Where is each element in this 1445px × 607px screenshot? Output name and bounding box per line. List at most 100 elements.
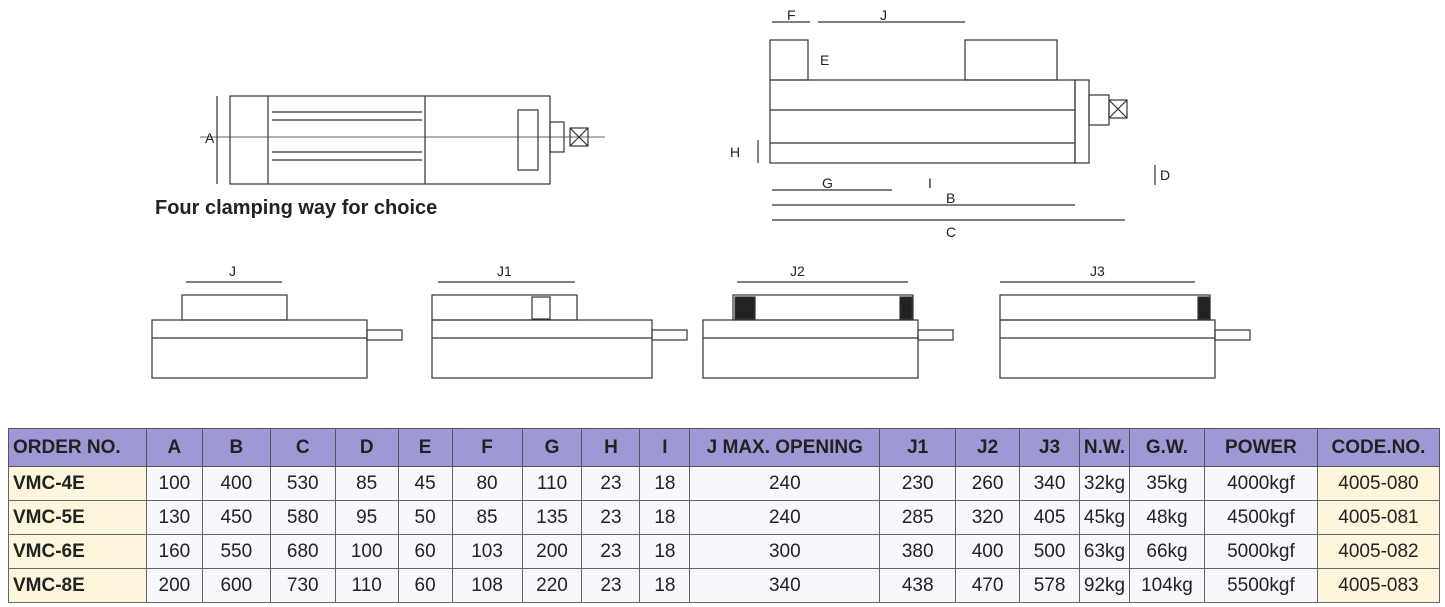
table-cell: 18 <box>639 534 691 569</box>
clamping-way-j1: J1 <box>431 263 688 379</box>
table-cell: 578 <box>1019 568 1081 603</box>
clamping-label-j1: J1 <box>497 263 512 279</box>
table-cell: 5000kgf <box>1203 534 1318 569</box>
table-cell: 730 <box>269 568 336 603</box>
table-cell: 100 <box>145 466 203 501</box>
table-cell: 5500kgf <box>1203 568 1318 603</box>
table-cell: 600 <box>201 568 271 603</box>
column-header: J2 <box>955 428 1021 467</box>
order-no-cell: VMC-8E <box>8 568 147 603</box>
table-cell: 470 <box>955 568 1021 603</box>
clamping-label-j: J <box>229 263 236 279</box>
table-cell: 18 <box>639 500 691 535</box>
column-header: J MAX. OPENING <box>689 428 881 467</box>
table-cell: 35kg <box>1129 466 1205 501</box>
table-cell: 80 <box>451 466 523 501</box>
table-cell: 103 <box>451 534 523 569</box>
column-header: F <box>451 428 523 467</box>
column-header: B <box>201 428 271 467</box>
column-header: I <box>639 428 691 467</box>
clamping-label-j3: J3 <box>1090 263 1105 279</box>
table-cell: 4005-080 <box>1316 466 1441 501</box>
table-cell: 23 <box>581 568 641 603</box>
table-cell: 110 <box>334 568 399 603</box>
table-cell: 130 <box>145 500 203 535</box>
table-cell: 48kg <box>1129 500 1205 535</box>
table-cell: 438 <box>879 568 957 603</box>
table-cell: 380 <box>879 534 957 569</box>
table-cell: 95 <box>334 500 399 535</box>
table-cell: 100 <box>334 534 399 569</box>
column-header: H <box>581 428 641 467</box>
column-header: CODE.NO. <box>1316 428 1441 467</box>
clamping-way-drawings: J J1 J2 J3 <box>151 263 1251 379</box>
table-cell: 85 <box>451 500 523 535</box>
table-cell: 340 <box>689 568 881 603</box>
column-header: POWER <box>1203 428 1318 467</box>
dim-label-j: J <box>880 7 887 23</box>
column-header: E <box>397 428 453 467</box>
table-cell: 23 <box>581 466 641 501</box>
table-cell: 320 <box>955 500 1021 535</box>
technical-drawings: A F J E H G I B C D J J1 J2 J3 <box>151 7 1251 379</box>
column-header: ORDER NO. <box>8 428 147 467</box>
table-cell: 240 <box>689 500 881 535</box>
column-header: G <box>521 428 583 467</box>
table-cell: 92kg <box>1079 568 1130 603</box>
table-cell: 160 <box>145 534 203 569</box>
table-cell: 60 <box>397 534 453 569</box>
table-cell: 400 <box>201 466 271 501</box>
table-cell: 220 <box>521 568 583 603</box>
table-cell: 108 <box>451 568 523 603</box>
table-cell: 32kg <box>1079 466 1130 501</box>
dim-label-f: F <box>787 7 796 23</box>
order-no-cell: VMC-5E <box>8 500 147 535</box>
table-cell: 135 <box>521 500 583 535</box>
table-cell: 300 <box>689 534 881 569</box>
table-cell: 45 <box>397 466 453 501</box>
dim-label-c: C <box>946 224 956 240</box>
table-cell: 104kg <box>1129 568 1205 603</box>
table-cell: 450 <box>201 500 271 535</box>
clamping-label-j2: J2 <box>790 263 805 279</box>
table-cell: 4000kgf <box>1203 466 1318 501</box>
table-cell: 405 <box>1019 500 1081 535</box>
column-header: C <box>269 428 336 467</box>
table-cell: 45kg <box>1079 500 1130 535</box>
table-cell: 400 <box>955 534 1021 569</box>
table-cell: 200 <box>521 534 583 569</box>
table-cell: 340 <box>1019 466 1081 501</box>
dim-label-e: E <box>820 52 829 68</box>
table-cell: 4005-082 <box>1316 534 1441 569</box>
drawing-caption: Four clamping way for choice <box>155 197 438 219</box>
column-header: G.W. <box>1129 428 1205 467</box>
dim-label-h: H <box>730 144 740 160</box>
table-cell: 500 <box>1019 534 1081 569</box>
dim-label-a: A <box>205 130 215 146</box>
table-cell: 23 <box>581 534 641 569</box>
table-cell: 200 <box>145 568 203 603</box>
table-cell: 60 <box>397 568 453 603</box>
table-cell: 18 <box>639 568 691 603</box>
column-header: N.W. <box>1079 428 1130 467</box>
table-cell: 230 <box>879 466 957 501</box>
table-cell: 285 <box>879 500 957 535</box>
table-cell: 550 <box>201 534 271 569</box>
table-cell: 260 <box>955 466 1021 501</box>
table-cell: 530 <box>269 466 336 501</box>
table-cell: 4500kgf <box>1203 500 1318 535</box>
table-cell: 85 <box>334 466 399 501</box>
column-header: A <box>145 428 203 467</box>
top-view-drawing: A <box>200 95 605 185</box>
dim-label-i: I <box>928 175 932 191</box>
table-cell: 4005-081 <box>1316 500 1441 535</box>
table-cell: 110 <box>521 466 583 501</box>
table-cell: 4005-083 <box>1316 568 1441 603</box>
column-header: J3 <box>1019 428 1081 467</box>
